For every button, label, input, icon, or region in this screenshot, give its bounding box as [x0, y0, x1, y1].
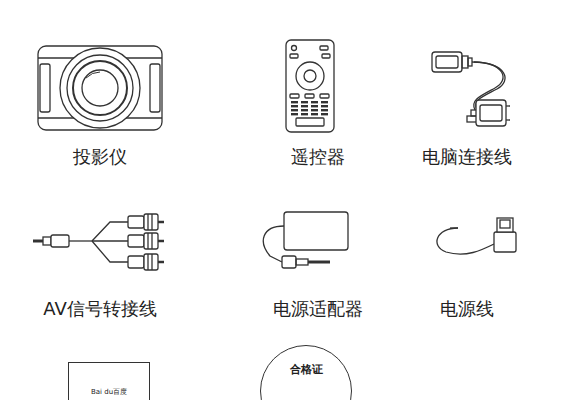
manual-box: Bai du百度	[68, 362, 150, 400]
remote-key	[301, 113, 308, 115]
vga-cable-drawing	[432, 52, 510, 126]
remote-key	[301, 101, 308, 103]
av-cable-drawing	[33, 214, 164, 270]
adapter-drawing	[263, 212, 348, 268]
remote-key	[301, 105, 308, 107]
remote-key	[311, 101, 318, 103]
remote-key	[291, 105, 298, 107]
rca-plug	[128, 233, 164, 249]
remote-key	[311, 105, 318, 107]
remote-key	[321, 105, 328, 107]
remote-key	[321, 101, 328, 103]
item-caption: 投影仪	[73, 146, 127, 168]
remote-key	[321, 113, 328, 115]
remote-drawing	[286, 40, 334, 132]
remote-key	[291, 113, 298, 115]
item-caption: 电源适配器	[273, 298, 363, 320]
brand-logo-text: Bai du百度	[69, 387, 149, 397]
remote-key	[301, 109, 308, 111]
rca-plug	[128, 254, 164, 270]
certificate-text: 合格证	[261, 362, 351, 377]
item-caption: AV信号转接线	[43, 298, 156, 320]
projector-drawing	[38, 46, 162, 130]
item-caption: 电脑连接线	[422, 146, 512, 168]
certificate-circle: 合格证	[260, 345, 352, 400]
item-caption: 遥控器	[291, 146, 345, 168]
remote-key	[291, 109, 298, 111]
item-caption: 电源线	[440, 298, 494, 320]
remote-key	[311, 109, 318, 111]
rca-plug	[128, 214, 164, 230]
power-cord-drawing	[437, 218, 516, 254]
remote-key	[321, 109, 328, 111]
remote-key	[311, 113, 318, 115]
remote-key	[291, 101, 298, 103]
